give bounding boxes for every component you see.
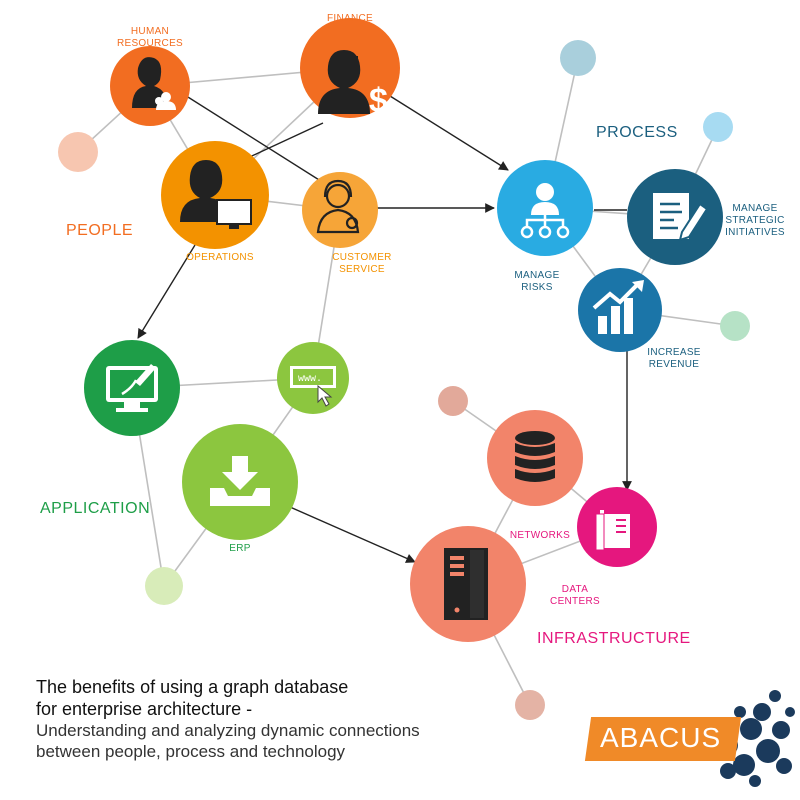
caption-title-line1: The benefits of using a graph database [36, 677, 349, 697]
satellite-dot [703, 112, 733, 142]
server-tower-icon [444, 548, 488, 620]
caption-subtitle-line2: between people, process and technology [36, 742, 346, 761]
satellite-dots [58, 40, 750, 720]
node-data-centers [577, 487, 657, 567]
group-people: PEOPLE [66, 222, 134, 239]
satellite-dot [58, 132, 98, 172]
node-operations [161, 141, 269, 249]
growth-chart-icon [592, 280, 644, 334]
group-infrastructure: INFRASTRUCTURE [537, 630, 691, 647]
hr-person-icon [132, 57, 176, 110]
label-increase-revenue: INCREASE REVENUE [647, 347, 701, 370]
label-manage-risks: MANAGE RISKS [514, 270, 560, 293]
group-process: PROCESS [596, 124, 678, 141]
satellite-dot [720, 311, 750, 341]
satellite-dot [438, 386, 468, 416]
arrow-edge [389, 95, 509, 171]
node-erp [182, 424, 298, 540]
hierarchy-icon [520, 183, 570, 239]
node-human-resources [110, 46, 190, 126]
browser-cursor-icon: www. [290, 366, 336, 407]
server-rack-icon [595, 510, 630, 551]
node-design-app [84, 340, 180, 436]
node-customer-service [302, 172, 378, 248]
node-manage-strategic-initiatives [627, 169, 723, 265]
svg-text:$: $ [369, 82, 388, 120]
label-customer-service: CUSTOMER SERVICE [332, 252, 392, 275]
headset-person-icon [316, 179, 360, 234]
arrows [137, 79, 632, 563]
abacus-logo: ABACUS [584, 713, 793, 788]
label-finance: FINANCE [327, 13, 373, 24]
node-finance: $ [300, 18, 400, 120]
arrow-edge [137, 244, 196, 339]
document-pen-icon [653, 193, 709, 242]
node-networks [487, 410, 583, 506]
caption-subtitle-line1: Understanding and analyzing dynamic conn… [36, 721, 420, 740]
arrow-edge [240, 122, 324, 162]
satellite-dot [145, 567, 183, 605]
label-data-centers: DATA CENTERS [550, 584, 600, 607]
download-tray-icon [210, 456, 270, 506]
caption: The benefits of using a graph database f… [36, 676, 496, 762]
finance-person-icon: $ [318, 50, 388, 120]
caption-title-line2: for enterprise architecture - [36, 699, 253, 719]
label-networks: NETWORKS [509, 530, 571, 541]
brand-name: ABACUS [600, 722, 722, 753]
operations-person-icon [180, 160, 252, 229]
group-application: APPLICATION [40, 500, 151, 517]
arrow-edge [160, 79, 336, 191]
satellite-dot [560, 40, 596, 76]
database-icon [515, 431, 555, 482]
arrow-edge [289, 506, 416, 563]
satellite-dot [515, 690, 545, 720]
label-erp: ERP [229, 543, 251, 554]
web-url-text: www. [298, 374, 322, 385]
label-human-resources: HUMAN RESOURCES [116, 26, 184, 49]
node-server [410, 526, 526, 642]
monitor-brush-icon [106, 364, 158, 412]
node-increase-revenue [578, 268, 662, 352]
node-manage-risks [497, 160, 593, 256]
node-web-app: www. [277, 342, 349, 414]
label-operations: OPERATIONS [186, 252, 254, 263]
label-manage-strategic: MANAGE STRATEGIC INITIATIVES [725, 203, 785, 238]
